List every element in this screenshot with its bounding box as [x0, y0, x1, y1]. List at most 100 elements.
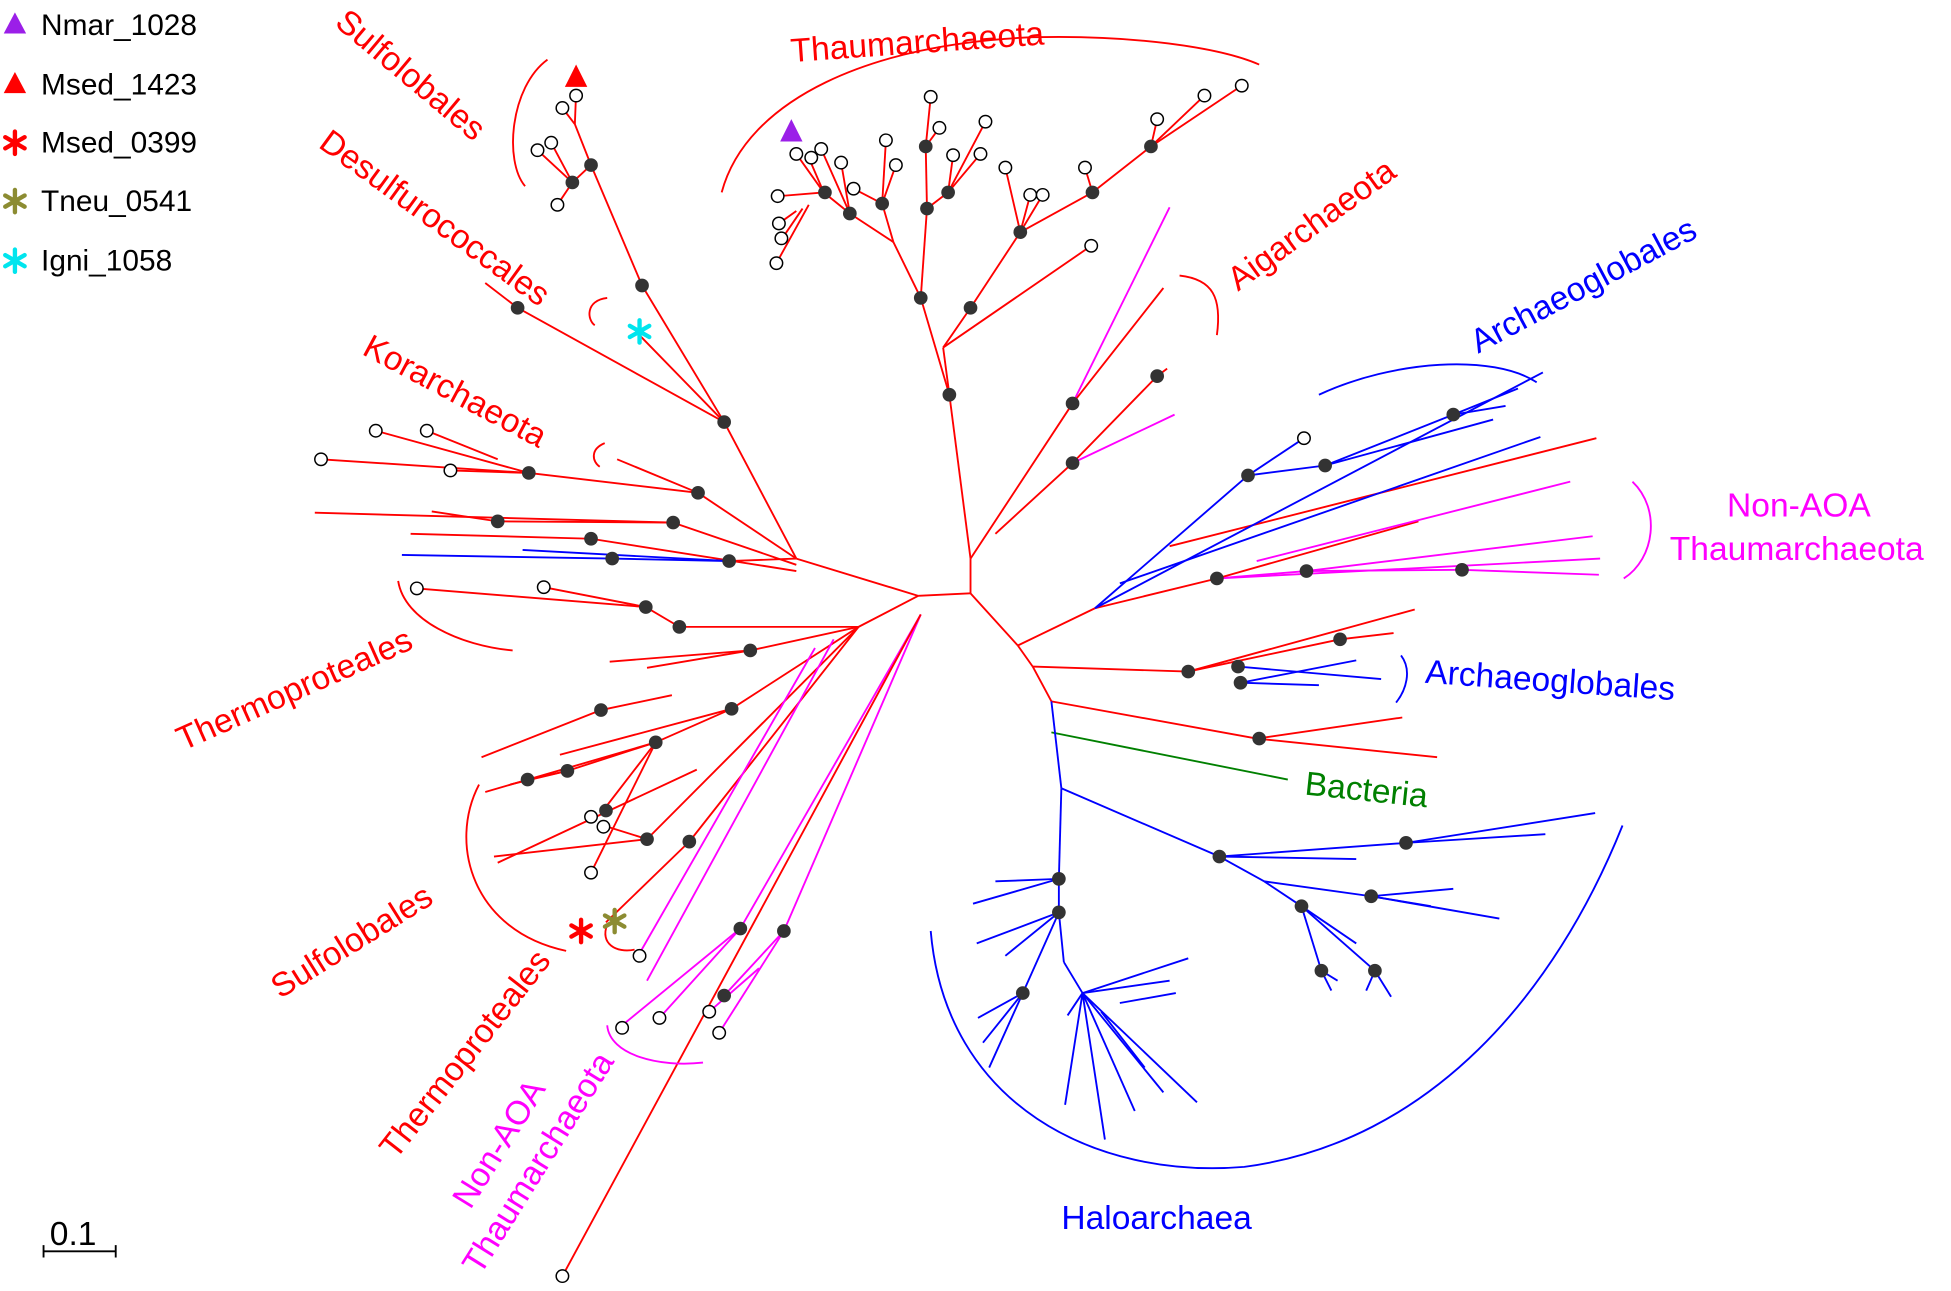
- branch: [1094, 577, 1218, 610]
- bootstrap-node-filled: [682, 834, 697, 849]
- bootstrap-node-filled: [1085, 185, 1100, 200]
- branch: [1461, 568, 1599, 576]
- branch: [739, 614, 922, 929]
- branch: [1188, 638, 1341, 673]
- bootstrap-node-open: [1297, 431, 1311, 446]
- bootstrap-node-filled: [1333, 632, 1347, 647]
- branch: [1247, 464, 1326, 477]
- branch: [559, 707, 732, 756]
- bracket-thaumarchaeota: [720, 36, 1260, 193]
- bootstrap-node-open: [314, 452, 328, 467]
- bootstrap-node-filled: [1052, 872, 1066, 886]
- branch: [1263, 880, 1303, 907]
- bootstrap-node-open: [550, 197, 565, 212]
- bootstrap-node-filled: [1013, 225, 1028, 239]
- branch: [708, 967, 760, 1013]
- legend-label: Igni_1058: [41, 245, 172, 278]
- nmar-1028-triangle-icon: [780, 119, 803, 142]
- branch: [1150, 94, 1206, 148]
- branch: [1237, 665, 1382, 680]
- branch: [723, 421, 798, 560]
- bootstrap-node-open: [1035, 187, 1050, 202]
- bootstrap-node-filled: [1364, 889, 1379, 904]
- bootstrap-node-filled: [605, 551, 620, 566]
- branch: [1119, 992, 1176, 1004]
- branch: [320, 458, 529, 474]
- bootstrap-node-filled: [717, 415, 732, 429]
- bootstrap-node-open: [804, 150, 819, 165]
- branch: [375, 429, 530, 474]
- branch: [972, 877, 1060, 905]
- branch: [1081, 992, 1106, 1140]
- branch: [1032, 665, 1189, 673]
- branch: [1300, 905, 1376, 972]
- branch: [1063, 961, 1084, 994]
- branch: [1082, 979, 1170, 994]
- label-sulfolobales-top: Sulfolobales: [328, 3, 492, 149]
- bracket-korarchaeota: [592, 442, 606, 468]
- label-sulfolobales-bottom: Sulfolobales: [265, 878, 440, 1006]
- label-aigarchaeota: Aigarchaeota: [1221, 152, 1403, 298]
- label-thaumarchaeota: Thaumarchaeota: [789, 15, 1045, 70]
- bootstrap-node-open: [530, 143, 545, 158]
- label-nonaoa-right-line2: Thaumarchaeota: [1670, 531, 1924, 568]
- branch: [1219, 855, 1357, 860]
- legend: Nmar_1028 Msed_1423 Msed_0399 Tneu_0541 …: [3, 9, 197, 278]
- bootstrap-node-filled: [1299, 564, 1314, 578]
- branch: [590, 164, 643, 286]
- tree-nodes: [314, 78, 1469, 1284]
- branch: [697, 492, 797, 560]
- bootstrap-node-filled: [913, 291, 928, 305]
- branch: [1017, 607, 1096, 647]
- bootstrap-node-filled: [648, 735, 663, 750]
- branch: [543, 586, 646, 608]
- bootstrap-node-filled: [963, 301, 978, 315]
- branch: [1256, 480, 1571, 562]
- branch: [1216, 570, 1307, 580]
- branch: [731, 626, 860, 710]
- bootstrap-node-filled: [490, 514, 505, 529]
- branch: [1339, 632, 1394, 641]
- branch: [616, 458, 699, 494]
- bootstrap-node-open: [652, 1010, 667, 1025]
- legend-asterisk-icon: [3, 129, 27, 157]
- bracket-archaeoglobales-top: [1318, 363, 1538, 396]
- branch: [977, 992, 1024, 1019]
- bootstrap-node-filled: [717, 988, 732, 1003]
- bootstrap-node-filled: [510, 301, 525, 315]
- branch: [969, 231, 1022, 309]
- branch: [1256, 716, 1403, 740]
- bracket-nonaoa-right: [1623, 480, 1652, 580]
- bootstrap-node-filled: [743, 643, 758, 658]
- label-haloarchaea: Haloarchaea: [1061, 1200, 1252, 1237]
- scale-bar-label: 0.1: [50, 1216, 97, 1253]
- bootstrap-node-open: [946, 148, 961, 163]
- tneu-0541-asterisk-icon: [602, 907, 627, 935]
- bootstrap-node-open: [1197, 88, 1212, 103]
- branch: [1051, 731, 1288, 781]
- branch: [561, 614, 922, 1277]
- branch: [750, 625, 859, 652]
- label-desulfurococcales: Desulfurococcales: [313, 123, 557, 314]
- branch: [1081, 992, 1198, 1103]
- label-archaeoglobales-mid: Archaeoglobales: [1424, 654, 1676, 708]
- branch: [723, 930, 785, 997]
- bootstrap-node-open: [555, 101, 570, 115]
- branch: [1050, 701, 1063, 789]
- bootstrap-node-filled: [842, 206, 857, 221]
- branch: [969, 402, 1074, 560]
- branch: [942, 307, 972, 349]
- branch: [1188, 608, 1415, 673]
- branch: [1072, 413, 1175, 464]
- branch: [942, 347, 951, 395]
- msed-1423-triangle-icon: [564, 64, 588, 87]
- bootstrap-node-filled: [733, 921, 748, 936]
- branch: [536, 149, 573, 184]
- tree-branches: [314, 84, 1601, 1277]
- legend-asterisk-icon: [3, 187, 27, 215]
- bootstrap-node-open: [878, 133, 893, 148]
- branch: [567, 741, 657, 772]
- branch: [1216, 557, 1601, 580]
- bootstrap-node-filled: [594, 703, 608, 717]
- bootstrap-node-filled: [1368, 963, 1382, 978]
